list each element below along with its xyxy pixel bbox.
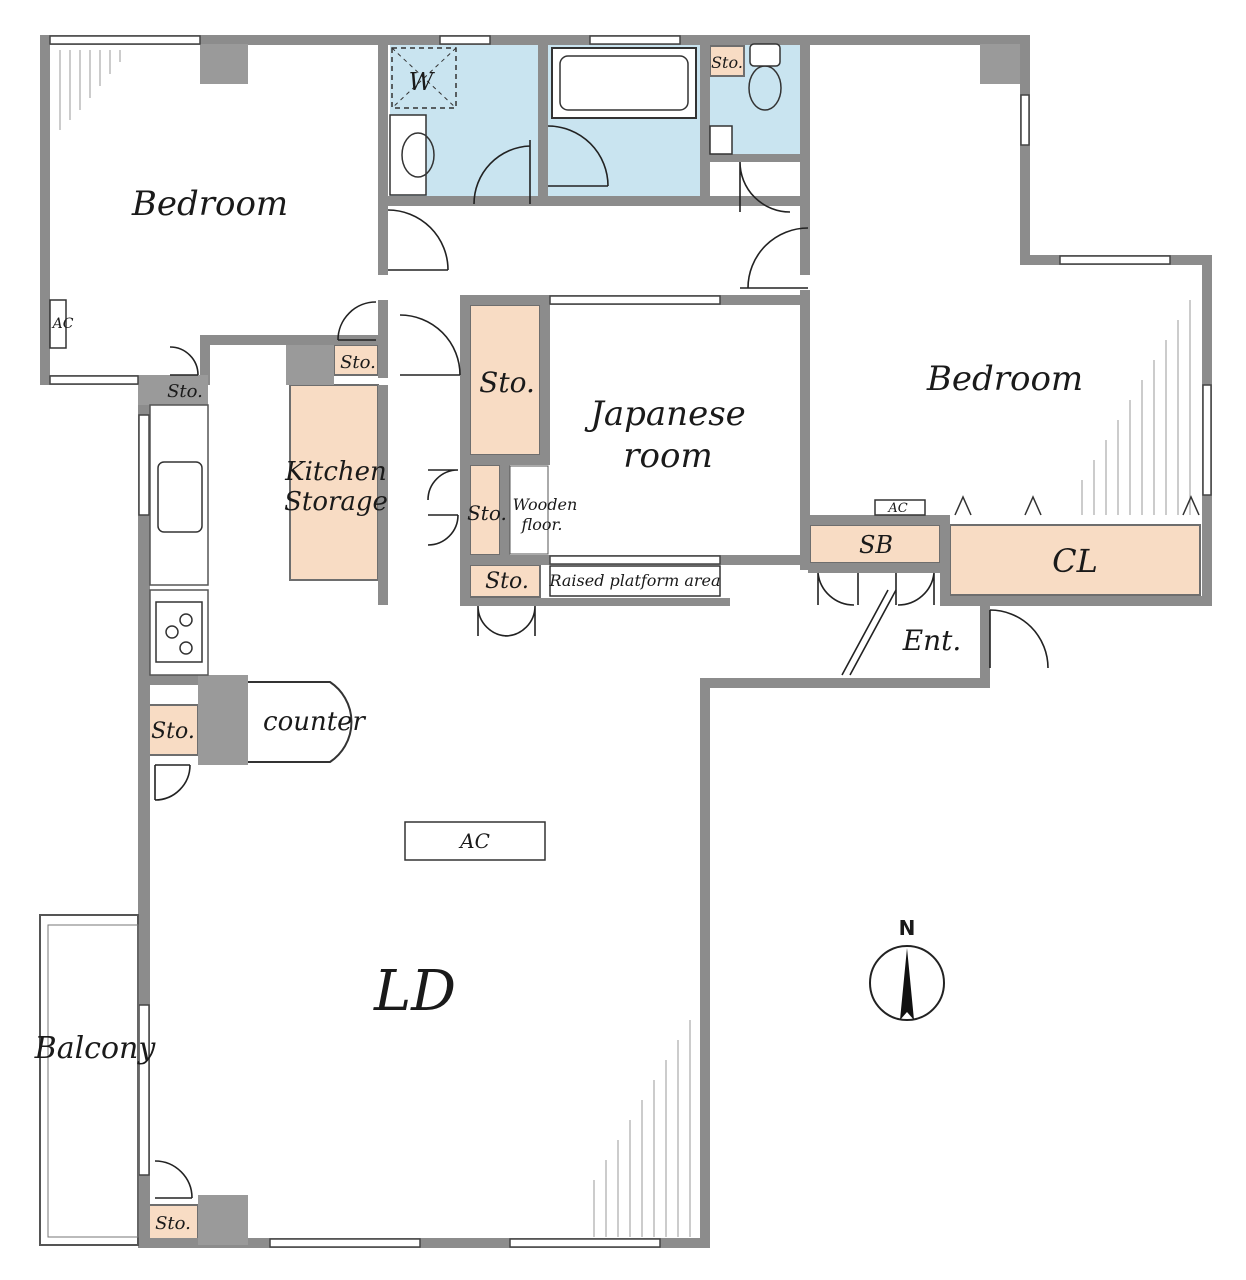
counter-label: counter bbox=[263, 707, 367, 737]
ld-storage-box bbox=[147, 704, 199, 756]
hall-storage-label: Sto. bbox=[340, 352, 376, 373]
pillars bbox=[138, 44, 1020, 1245]
windows bbox=[49, 35, 1212, 1248]
platform-storage-label: Sto. bbox=[485, 569, 529, 594]
hatching bbox=[59, 50, 1191, 1237]
shoe-box-label: SB bbox=[859, 531, 893, 559]
closet-label: CL bbox=[1052, 542, 1098, 580]
kitchen-storage-label-line2: Storage bbox=[284, 487, 388, 517]
washer-label: W bbox=[409, 68, 436, 96]
ld-storage-label: Sto. bbox=[151, 719, 195, 744]
japanese-room-storage-label: Sto. bbox=[479, 366, 535, 399]
compass-icon bbox=[869, 945, 945, 1021]
entrance-label: Ent. bbox=[902, 624, 962, 657]
compass-north-label: N bbox=[899, 916, 916, 940]
kitchen-corner-storage-label: Sto. bbox=[167, 381, 203, 402]
ld-ac-label: AC bbox=[458, 829, 490, 853]
bedroom-west-ac-label: AC bbox=[51, 316, 74, 332]
japanese-room-label-line2: room bbox=[623, 436, 712, 476]
interior-walls bbox=[138, 35, 950, 685]
balcony-outline bbox=[39, 914, 139, 1246]
wooden-floor-label-line1: Wooden bbox=[513, 495, 578, 514]
toilet-storage-label: Sto. bbox=[711, 53, 743, 72]
closet-box bbox=[949, 524, 1201, 596]
fixtures bbox=[49, 43, 1200, 861]
bedroom-east-label: Bedroom bbox=[926, 359, 1083, 399]
bedroom-east-ac-label: AC bbox=[887, 501, 907, 516]
balcony-label: Balcony bbox=[34, 1031, 157, 1066]
doors bbox=[154, 125, 1049, 1199]
balcony-side-storage-label: Sto. bbox=[155, 1213, 191, 1234]
kitchen-storage-label-line1: Kitchen bbox=[284, 457, 387, 487]
toilet-storage-box bbox=[709, 45, 745, 77]
japanese-room-label-line1: Japanese bbox=[584, 394, 746, 434]
bedroom-west-label: Bedroom bbox=[131, 184, 288, 224]
wooden-floor-label-line2: floor. bbox=[521, 515, 563, 534]
raised-platform-label: Raised platform area bbox=[548, 571, 720, 590]
ld-label: LD bbox=[373, 959, 456, 1024]
small-storage-label: Sto. bbox=[467, 501, 507, 525]
